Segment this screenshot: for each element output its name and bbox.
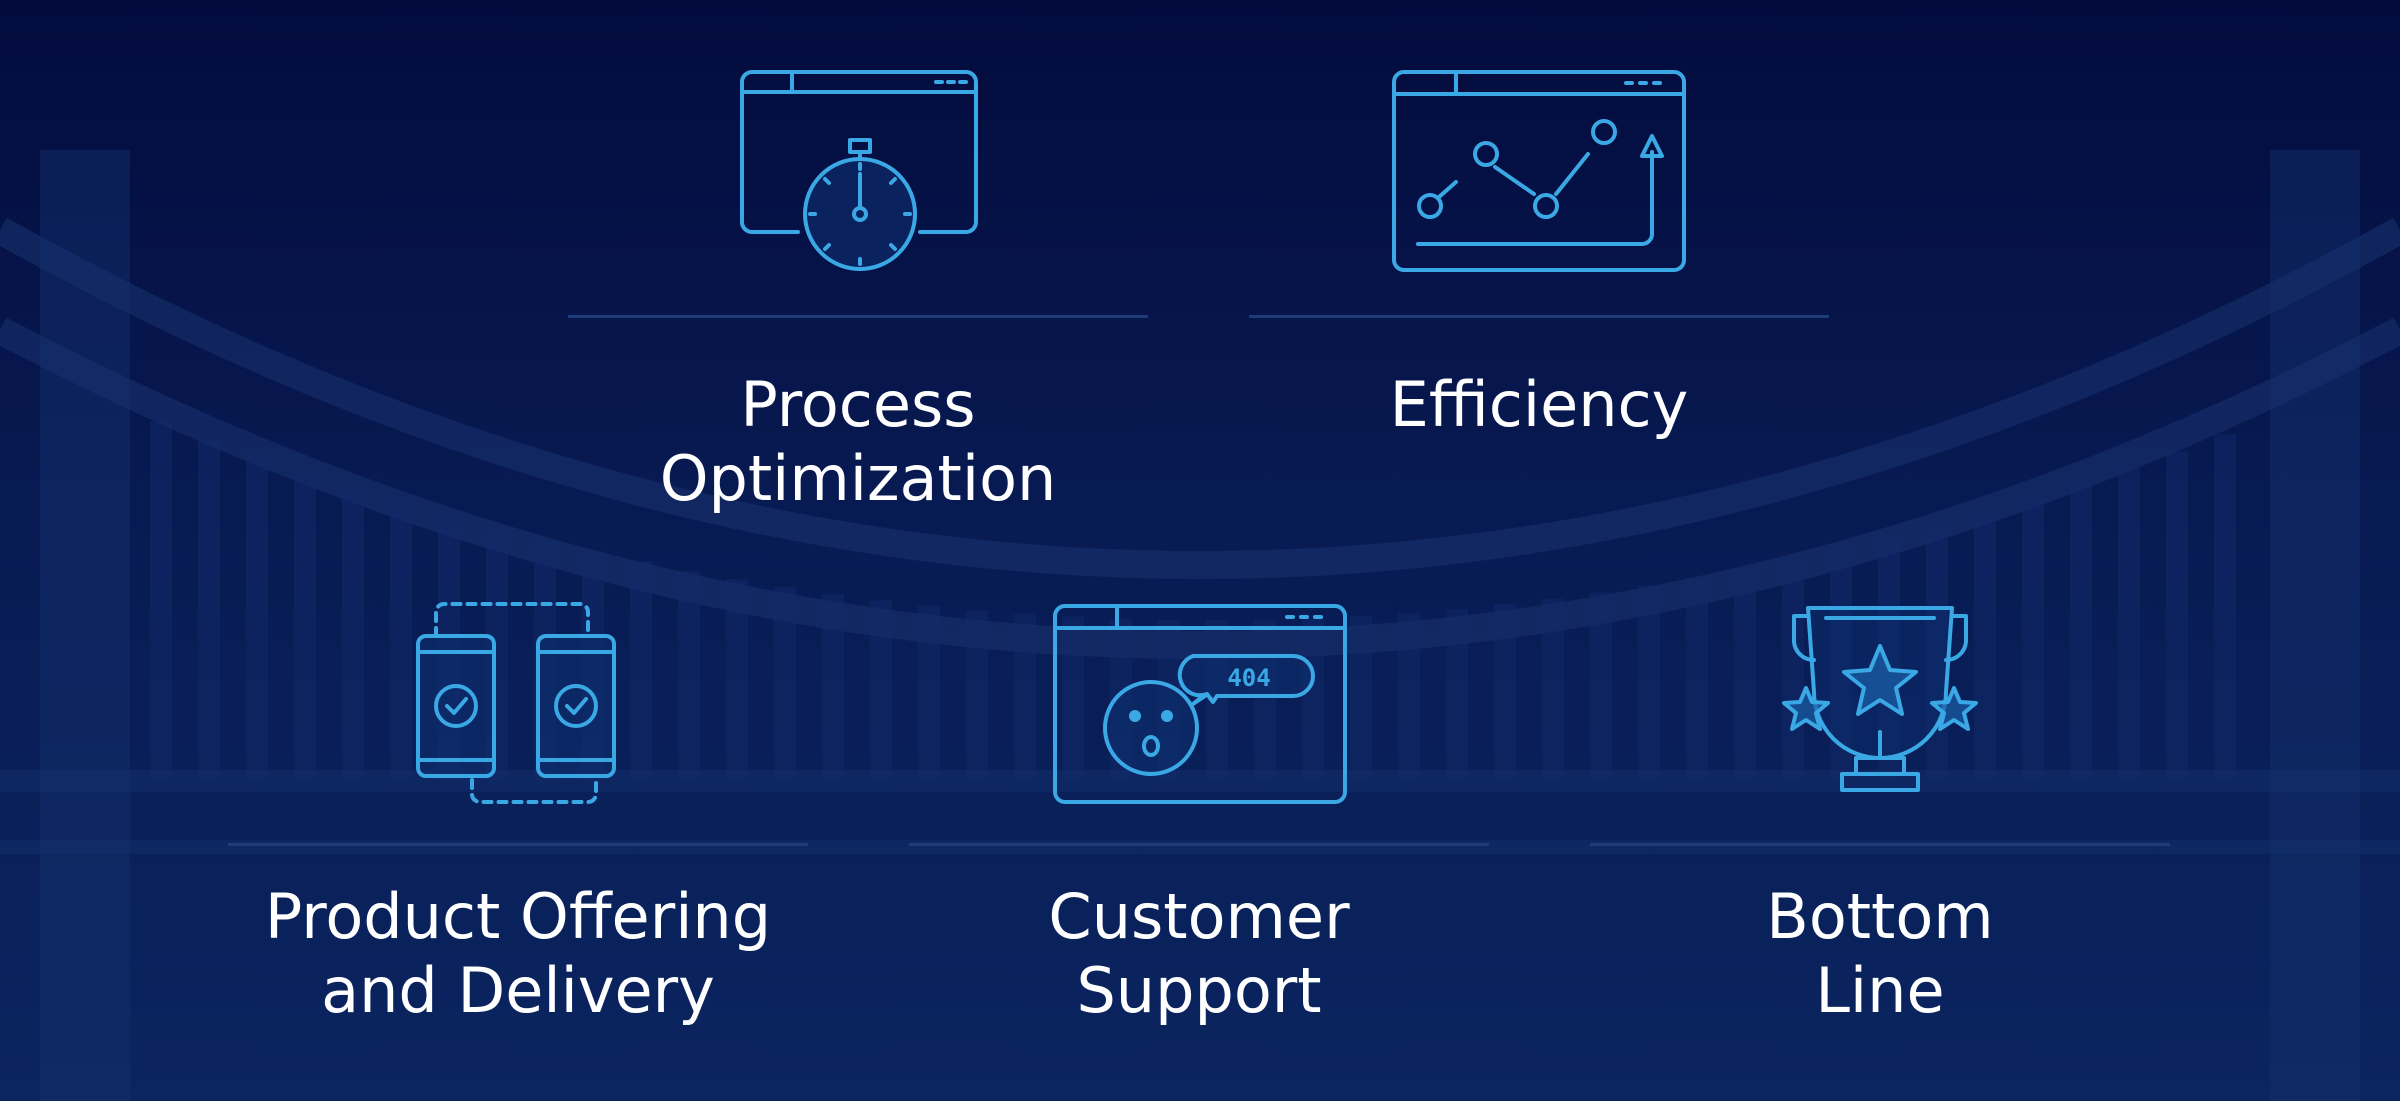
bridge-bar	[294, 471, 316, 780]
divider	[1249, 315, 1829, 318]
stopwatch-window-icon	[740, 70, 980, 275]
mobile-sync-icon	[416, 602, 620, 806]
feature-label: Customer Support	[1048, 880, 1350, 1027]
bridge-bar	[1446, 609, 1468, 780]
bridge-bar	[918, 605, 940, 780]
error-code-text: 404	[1227, 664, 1270, 692]
bridge-bar	[1014, 613, 1036, 780]
growth-chart-window-icon	[1392, 70, 1688, 275]
bridge-bar	[1590, 592, 1612, 780]
bridge-bar	[678, 570, 700, 780]
bridge-bar	[966, 610, 988, 780]
bridge-bar	[1398, 612, 1420, 780]
bridge-bar	[1734, 568, 1756, 780]
divider	[228, 843, 808, 846]
feature-label: Process Optimization	[659, 368, 1057, 515]
divider	[909, 843, 1489, 846]
bridge-bar	[774, 587, 796, 780]
bridge-bar	[1638, 585, 1660, 780]
feature-label: Efficiency	[1389, 368, 1689, 441]
divider	[568, 315, 1148, 318]
divider	[1590, 843, 2170, 846]
bridge-bar	[390, 501, 412, 780]
bridge-bar	[246, 455, 268, 780]
bridge-bar	[2118, 467, 2140, 780]
bridge-bar	[150, 420, 172, 780]
bridge-bar	[1302, 618, 1324, 780]
bridge-bar	[2022, 498, 2044, 780]
error-404-window-icon: 404	[1053, 604, 1349, 804]
bridge-bar	[1542, 598, 1564, 780]
bridge-bar	[726, 579, 748, 780]
bridge-bar	[1350, 615, 1372, 780]
bridge-bar	[1878, 537, 1900, 780]
feature-label: Product Offering and Delivery	[264, 880, 772, 1027]
bridge-bar	[630, 561, 652, 780]
bridge-bar	[870, 600, 892, 780]
bridge-bar	[198, 438, 220, 780]
trophy-stars-icon	[1780, 602, 1980, 806]
bridge-bar	[342, 487, 364, 780]
bridge-bar	[2166, 451, 2188, 780]
bridge-bar	[2214, 434, 2236, 780]
bridge-bar	[1974, 511, 1996, 780]
bridge-bar	[822, 594, 844, 780]
bridge-bar	[2070, 483, 2092, 780]
bridge-bar	[1494, 604, 1516, 780]
bridge-bar	[1686, 577, 1708, 780]
feature-label: Bottom Line	[1766, 880, 1994, 1027]
bridge-bar	[1062, 616, 1084, 780]
